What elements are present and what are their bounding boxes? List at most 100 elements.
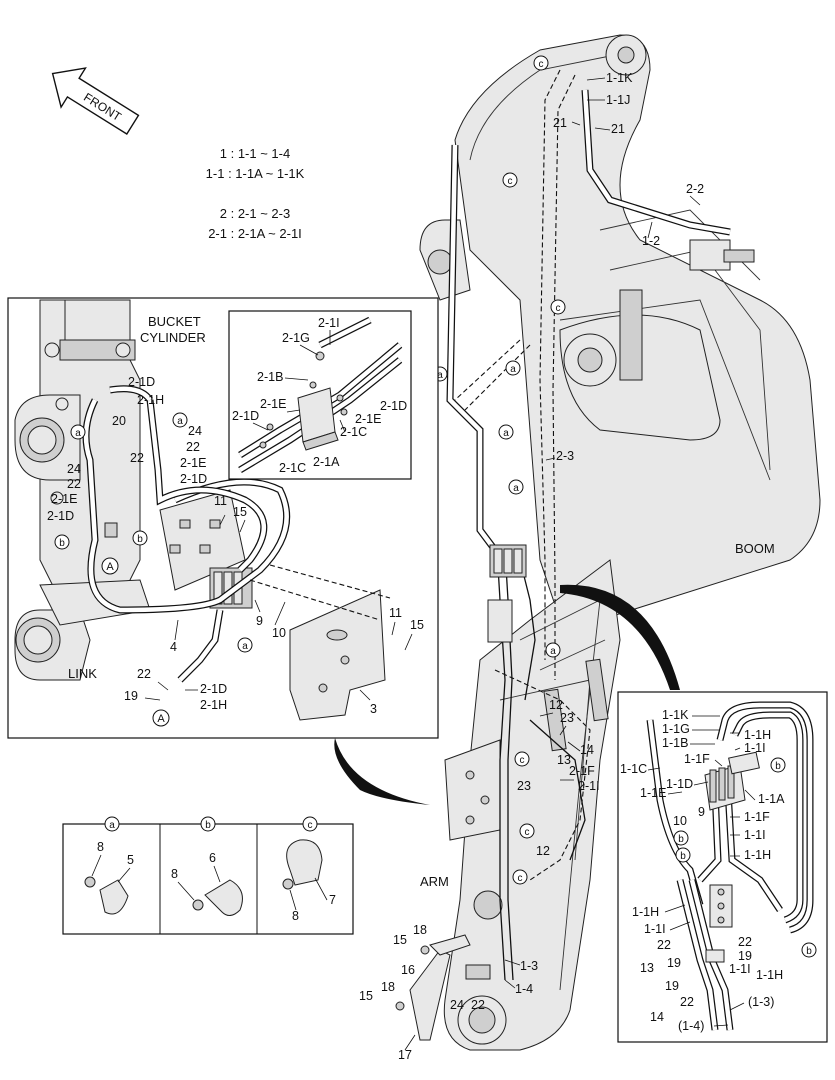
legend-item-b: b 6 8 bbox=[171, 816, 243, 916]
svg-text:a: a bbox=[437, 370, 443, 381]
bucket-cylinder-label: BUCKET bbox=[148, 314, 201, 329]
svg-text:b: b bbox=[680, 851, 686, 862]
callout: 21 bbox=[611, 122, 625, 136]
callout: 2-1D bbox=[47, 509, 74, 523]
clamp-marker: c bbox=[519, 823, 535, 839]
callout: 14 bbox=[650, 1010, 664, 1024]
svg-text:c: c bbox=[539, 59, 544, 70]
clamp-marker: a bbox=[508, 479, 524, 495]
svg-text:c: c bbox=[556, 303, 561, 314]
callout: 2-1E bbox=[355, 412, 381, 426]
callout: 1-1C bbox=[620, 762, 647, 776]
svg-text:a: a bbox=[513, 483, 519, 494]
callout: 2-1E bbox=[51, 492, 77, 506]
clamp-marker: b bbox=[801, 942, 817, 958]
callout: 11 bbox=[214, 494, 227, 508]
callout: 15 bbox=[233, 505, 247, 519]
clamp-marker: b bbox=[675, 847, 691, 863]
callout: 13 bbox=[640, 961, 654, 975]
svg-text:A: A bbox=[106, 561, 114, 573]
callout: 16 bbox=[401, 963, 415, 977]
callout: 2-1D bbox=[380, 399, 407, 413]
callout: 22 bbox=[738, 935, 752, 949]
svg-text:a: a bbox=[177, 416, 183, 427]
bucket-cylinder-label: CYLINDER bbox=[140, 330, 206, 345]
svg-text:b: b bbox=[806, 946, 812, 957]
callouts-main: 1-1K 1-1J 21 21 2-2 1-2 2-3 12 23 14 13 … bbox=[359, 71, 704, 1062]
callout: 1-1D bbox=[666, 777, 693, 791]
callout: 23 bbox=[560, 711, 574, 725]
legend-part: 8 bbox=[97, 840, 104, 854]
callout: 24 bbox=[450, 998, 464, 1012]
detail-right-labels: 1-1K 1-1G 1-1B 1-1C 1-1F 1-1E 1-1D 9 10 … bbox=[620, 708, 785, 1033]
callout: 19 bbox=[667, 956, 681, 970]
callout: 1-1K bbox=[662, 708, 689, 722]
legend-part: 8 bbox=[171, 867, 178, 881]
callout: 1-4 bbox=[515, 982, 533, 996]
callout: 18 bbox=[381, 980, 395, 994]
svg-text:c: c bbox=[520, 755, 525, 766]
legend-letter: c bbox=[308, 820, 313, 831]
callout: 1-1H bbox=[632, 905, 659, 919]
callout: 1-1H bbox=[744, 728, 771, 742]
svg-text:c: c bbox=[518, 873, 523, 884]
svg-text:a: a bbox=[75, 428, 81, 439]
svg-text:c: c bbox=[525, 827, 530, 838]
callout: 1-1I bbox=[644, 922, 666, 936]
callout: 15 bbox=[410, 618, 424, 632]
callout: 1-1B bbox=[662, 736, 688, 750]
callout: 24 bbox=[67, 462, 81, 476]
svg-text:A: A bbox=[157, 713, 165, 725]
callout: 1-1G bbox=[662, 722, 690, 736]
callout: 1-1E bbox=[640, 786, 666, 800]
legend-item-a: a 8 5 bbox=[84, 816, 134, 915]
clamp-marker: b bbox=[673, 830, 689, 846]
front-arrow: FRONT bbox=[51, 67, 140, 135]
detail-left-labels: BUCKET CYLINDER LINK 2-1D 2-1H 20 22 24 … bbox=[47, 314, 424, 727]
clamp-marker: a bbox=[498, 424, 514, 440]
legend-part: 8 bbox=[292, 909, 299, 923]
callout: 10 bbox=[673, 814, 687, 828]
callout: 22 bbox=[657, 938, 671, 952]
callout: 2-1D bbox=[128, 375, 155, 389]
callout: 22 bbox=[186, 440, 200, 454]
legend-letter: b bbox=[205, 820, 211, 831]
callout: 22 bbox=[67, 477, 81, 491]
legend-part: 5 bbox=[127, 853, 134, 867]
arm-structure bbox=[443, 559, 621, 1051]
note-line: 1 : 1-1 ~ 1-4 bbox=[220, 146, 290, 161]
legend-item-c: c 7 8 bbox=[282, 816, 336, 923]
detail-right-frame: b b b b bbox=[617, 691, 828, 1043]
callout: 9 bbox=[256, 614, 263, 628]
note-line: 2-1 : 2-1A ~ 2-1I bbox=[208, 226, 302, 241]
callout: 1-1A bbox=[758, 792, 785, 806]
callout: 1-3 bbox=[520, 959, 538, 973]
callout: 2-1H bbox=[200, 698, 227, 712]
callout: 22 bbox=[130, 451, 144, 465]
callout: 2-1E bbox=[180, 456, 206, 470]
svg-text:b: b bbox=[137, 534, 143, 545]
svg-text:c: c bbox=[508, 176, 513, 187]
detail-marker: A bbox=[101, 557, 119, 575]
svg-text:a: a bbox=[242, 641, 248, 652]
svg-text:b: b bbox=[775, 761, 781, 772]
clamp-marker: a bbox=[237, 637, 253, 653]
callout: 1-1K bbox=[606, 71, 633, 85]
clamp-markers-main: c c c a a a a a c c c bbox=[432, 55, 566, 885]
callout: 12 bbox=[549, 698, 563, 712]
clamp-marker: a bbox=[505, 360, 521, 376]
callout: 2-1D bbox=[180, 472, 207, 486]
callout: 2-1D bbox=[200, 682, 227, 696]
callout: 2-1I bbox=[578, 779, 600, 793]
boom-label: BOOM bbox=[735, 541, 775, 556]
note-line: 2 : 2-1 ~ 2-3 bbox=[220, 206, 290, 221]
callout: 3 bbox=[370, 702, 377, 716]
callout: 2-1H bbox=[137, 393, 164, 407]
link-label: LINK bbox=[68, 666, 97, 681]
callout: 22 bbox=[680, 995, 694, 1009]
callout: 24 bbox=[188, 424, 202, 438]
arm-bracket bbox=[395, 934, 491, 1041]
clamp-marker: b bbox=[54, 534, 70, 550]
clamp-marker: a bbox=[545, 642, 561, 658]
